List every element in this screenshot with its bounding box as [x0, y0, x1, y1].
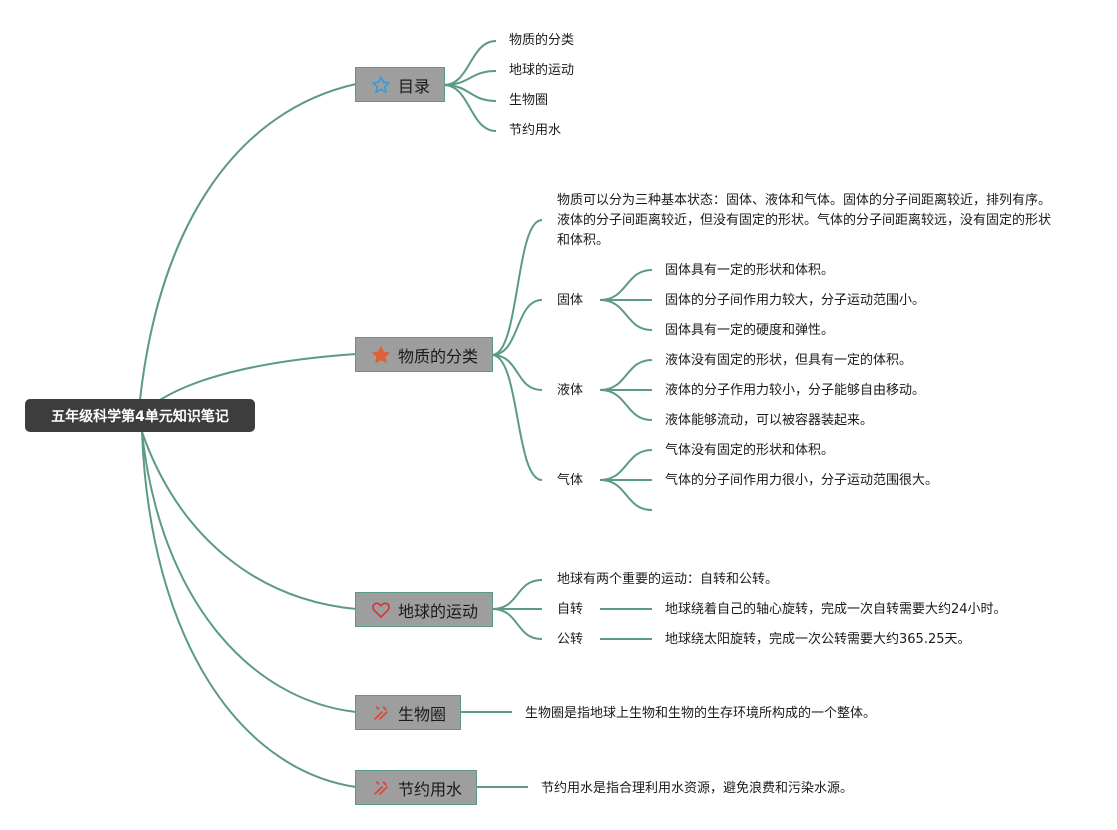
topic-catalog[interactable]: 目录	[355, 67, 445, 102]
link-matter-solid	[491, 299, 543, 356]
matter-intro-text[interactable]: 物质可以分为三种基本状态：固体、液体和气体。固体的分子间距离较近，排列有序。液体…	[557, 193, 1052, 248]
heart-icon	[370, 599, 392, 621]
catalog-item[interactable]: 地球的运动	[509, 63, 575, 78]
link-catalog-4	[443, 84, 497, 132]
link-earth-revolution	[491, 608, 543, 640]
link-root-earth	[141, 431, 357, 610]
biosphere-text[interactable]: 生物圈是指地球上生物和生物的生存环境所构成的一个整体。	[525, 706, 877, 721]
link-earth-intro	[491, 579, 543, 610]
solid-label[interactable]: 固体	[557, 293, 584, 308]
catalog-item[interactable]: 物质的分类	[509, 33, 575, 48]
link-gas-1	[599, 449, 653, 481]
topic-earth[interactable]: 地球的运动	[355, 592, 493, 627]
link-solid-1	[599, 269, 653, 301]
link-root-water	[141, 431, 357, 788]
catalog-item[interactable]: 生物圈	[509, 93, 549, 108]
link-gas-3	[599, 479, 653, 511]
topic-matter-label: 物质的分类	[398, 346, 479, 366]
link-matter-gas	[491, 354, 543, 481]
catalog-item[interactable]: 节约用水	[509, 123, 562, 138]
link-root-biosphere	[141, 431, 357, 713]
link-liquid-1	[599, 359, 653, 391]
solid-item[interactable]: 固体具有一定的形状和体积。	[665, 263, 835, 278]
star-filled-icon	[370, 344, 392, 366]
liquid-item[interactable]: 液体没有固定的形状，但具有一定的体积。	[665, 353, 913, 368]
topic-matter[interactable]: 物质的分类	[355, 337, 493, 372]
tools-icon	[370, 777, 392, 799]
gas-label[interactable]: 气体	[557, 473, 584, 488]
water-text[interactable]: 节约用水是指合理利用水资源，避免浪费和污染水源。	[541, 781, 854, 796]
liquid-label[interactable]: 液体	[557, 383, 584, 398]
star-outline-icon	[370, 74, 392, 96]
liquid-item[interactable]: 液体的分子作用力较小，分子能够自由移动。	[665, 383, 926, 398]
earth-intro-text[interactable]: 地球有两个重要的运动：自转和公转。	[557, 572, 779, 587]
link-root-matter	[159, 353, 357, 401]
root-node[interactable]: 五年级科学第4单元知识笔记	[25, 399, 255, 432]
topic-earth-label: 地球的运动	[398, 601, 479, 621]
topic-biosphere-label: 生物圈	[398, 704, 447, 724]
liquid-item[interactable]: 液体能够流动，可以被容器装起来。	[665, 413, 874, 428]
gas-item[interactable]: 气体没有固定的形状和体积。	[665, 443, 835, 458]
solid-item[interactable]: 固体的分子间作用力较大，分子运动范围小。	[665, 293, 926, 308]
link-matter-intro	[491, 219, 543, 356]
revolution-label[interactable]: 公转	[557, 632, 584, 647]
link-liquid-3	[599, 389, 653, 421]
link-matter-liquid	[491, 354, 543, 391]
topic-catalog-label: 目录	[398, 76, 431, 96]
tools-icon	[370, 702, 392, 724]
topic-biosphere[interactable]: 生物圈	[355, 695, 461, 730]
gas-item[interactable]: 气体的分子间作用力很小，分子运动范围很大。	[665, 473, 939, 488]
link-solid-3	[599, 299, 653, 331]
topic-water[interactable]: 节约用水	[355, 770, 477, 805]
revolution-text[interactable]: 地球绕太阳旋转，完成一次公转需要大约365.25天。	[665, 632, 971, 647]
rotation-label[interactable]: 自转	[557, 602, 584, 617]
rotation-text[interactable]: 地球绕着自己的轴心旋转，完成一次自转需要大约24小时。	[665, 602, 1007, 617]
solid-item[interactable]: 固体具有一定的硬度和弹性。	[665, 323, 835, 338]
link-root-catalog	[139, 83, 357, 401]
topic-water-label: 节约用水	[398, 779, 463, 799]
